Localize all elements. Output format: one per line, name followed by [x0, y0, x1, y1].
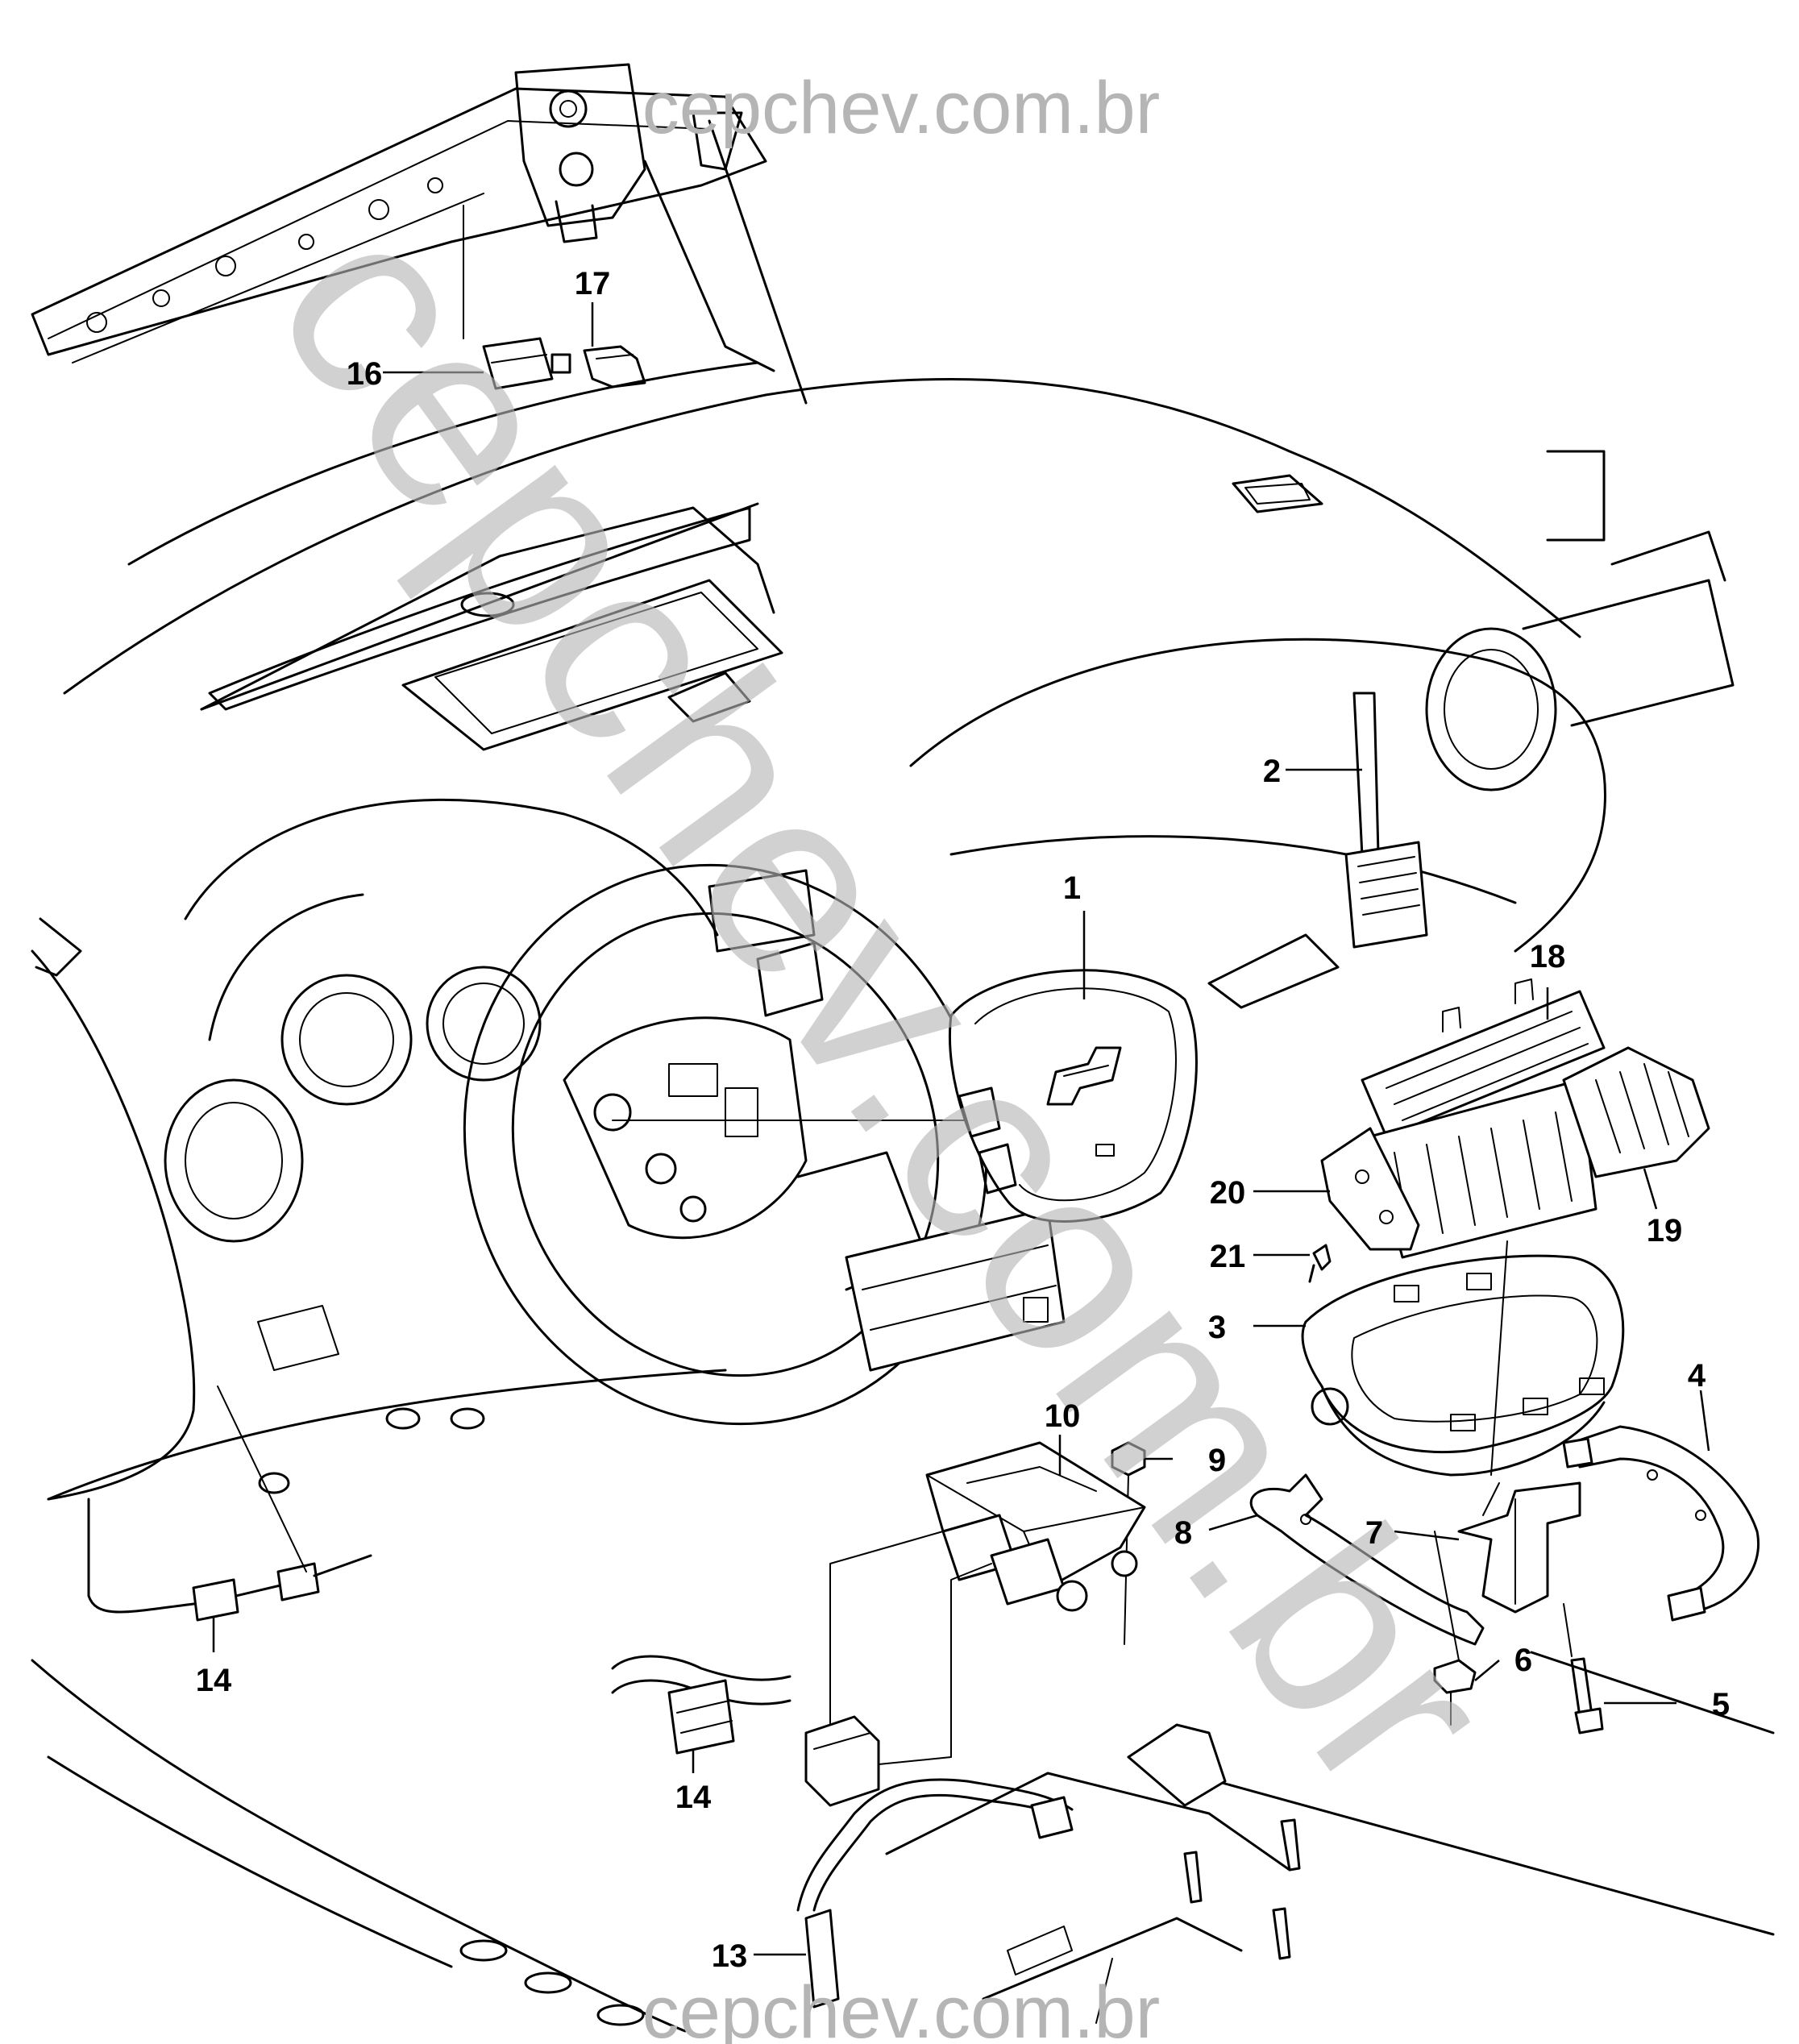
callout-leaders	[212, 302, 1710, 1956]
left-air-vent	[164, 1078, 304, 1243]
bolt-5-leader	[1563, 1603, 1573, 1657]
steering-wheel	[463, 863, 988, 1426]
callout-3: 3	[1208, 1310, 1226, 1345]
airbag-warning-label	[1344, 692, 1428, 949]
cross-car-beam	[31, 87, 767, 364]
instrument-cluster	[184, 798, 719, 1106]
sensing-diagnostic-module	[925, 1441, 1146, 1612]
callout-6: 6	[1514, 1643, 1532, 1678]
sensor-clip	[583, 345, 646, 388]
passenger-airbag-leader-b	[1482, 1482, 1500, 1516]
callout-14-center: 14	[675, 1780, 712, 1815]
lower-dash-left	[31, 917, 727, 1501]
callout-20: 20	[1210, 1175, 1246, 1211]
push-pin-retainer	[1308, 1244, 1332, 1283]
passenger-airbag-module	[1301, 1254, 1625, 1477]
nut-6	[1433, 1659, 1477, 1694]
callout-2: 2	[1263, 754, 1281, 789]
defroster-vent	[208, 506, 751, 711]
passenger-airbag-bracket-right	[1562, 1425, 1760, 1622]
instrument-panel-right	[909, 450, 1735, 1009]
wiring-harness-main	[796, 1715, 1074, 2009]
connector-14-left	[87, 1498, 372, 1622]
instrument-panel-upper	[63, 361, 1581, 751]
callout-13: 13	[712, 1938, 748, 1974]
watermark-diagonal: cepchev.com.br	[219, 164, 1553, 1843]
callout-7: 7	[1365, 1515, 1383, 1551]
passenger-airbag-leader-a	[1490, 1240, 1508, 1476]
callout-5: 5	[1712, 1687, 1730, 1722]
callout-19: 19	[1647, 1213, 1683, 1248]
callout-10: 10	[1045, 1398, 1081, 1434]
knee-airbag-bracket	[1320, 1127, 1420, 1251]
callout-4: 4	[1688, 1358, 1706, 1394]
knee-airbag-end-cap	[1562, 1046, 1710, 1178]
watermark-bottom: cepchev.com.br	[642, 1971, 1161, 2044]
steering-column	[708, 869, 1066, 1372]
side-impact-sensor	[482, 337, 571, 390]
connector-14-center	[611, 1655, 791, 1755]
driver-airbag-module	[948, 969, 1198, 1223]
bolt-5	[1570, 1657, 1604, 1734]
callout-numbers: 1 2 3 4 5 6 7 8 9 10 13 14 14 16 17 18 1…	[196, 266, 1730, 1974]
floor-pan	[31, 1407, 1775, 2033]
watermark-top: cepchev.com.br	[642, 67, 1161, 149]
steering-column-bracket	[514, 63, 808, 405]
nut-9	[1111, 1441, 1146, 1477]
passenger-airbag-bracket-left	[1249, 1473, 1485, 1661]
callout-21: 21	[1210, 1239, 1246, 1274]
sdm-leader-a	[829, 1531, 944, 1726]
callout-17: 17	[575, 266, 611, 301]
knee-airbag-cover	[1361, 978, 1606, 1138]
sdm-leader-b	[950, 1563, 992, 1758]
callout-9: 9	[1208, 1443, 1226, 1478]
sdm-leader-c	[870, 1756, 952, 1766]
callout-16: 16	[347, 356, 383, 392]
callout-18: 18	[1530, 939, 1566, 974]
passenger-airbag-bracket-center	[1457, 1481, 1581, 1614]
callout-8: 8	[1174, 1515, 1192, 1551]
callout-1: 1	[1063, 870, 1081, 906]
callout-14-left: 14	[196, 1663, 232, 1698]
